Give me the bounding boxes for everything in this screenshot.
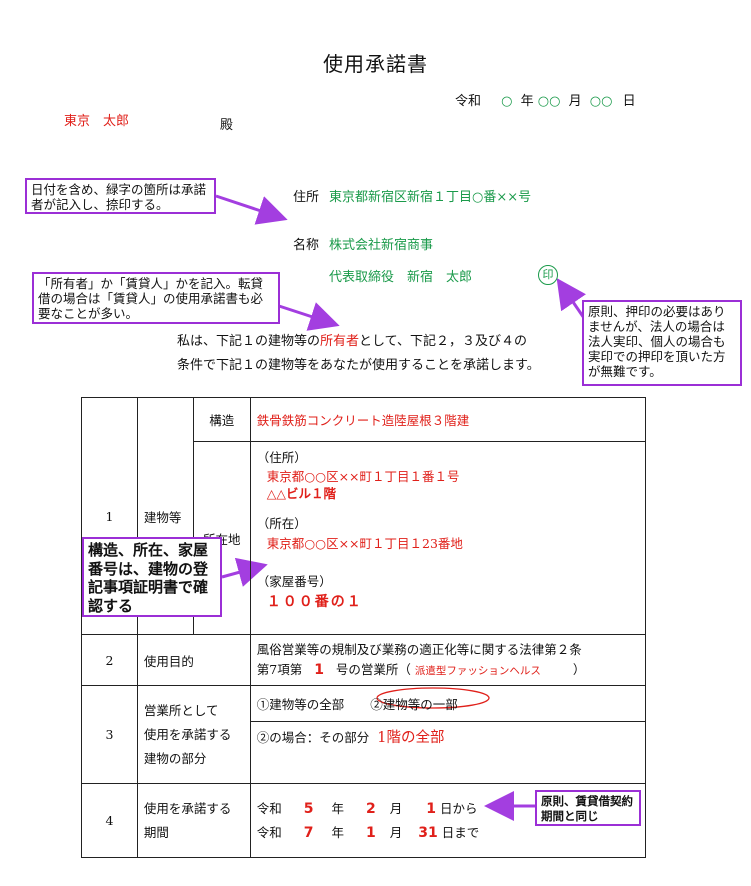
grantor-address-label: 住所	[293, 190, 320, 205]
note-fill-in: 日付を含め、緑字の箇所は承諾者が記入し、捺印する。	[25, 178, 216, 214]
row2-label: 使用目的	[136, 634, 251, 686]
row4-no: 4	[81, 783, 138, 858]
period-from-era: 令和	[256, 800, 282, 816]
house-label: （家屋番号）	[256, 574, 332, 589]
period-from: 令和 5 年 2 月 1 日から	[257, 797, 639, 821]
purpose-line-1: 風俗営業等の規制及び業務の適正化等に関する法律第２条	[256, 641, 582, 657]
note-seal: 原則、押印の必要はありませんが、法人の場合は法人実印、個人の場合も実印での押印を…	[582, 300, 742, 386]
table-row: 3 営業所として 使用を承諾する 建物の部分 ①建物等の全部 ②建物等の一部	[81, 685, 647, 784]
date-year: ○	[501, 94, 513, 109]
terms-table: 1 建物等 構造 鉄骨鉄筋コンクリート造陸屋根３階建 所在地 （住所） 東京都○…	[81, 397, 647, 858]
row3-label-1: 営業所として	[143, 702, 219, 718]
table-row: 4 使用を承諾する 期間 令和 5 年 2 月 1 日から 令和 7 年 1 月…	[81, 783, 647, 858]
period-until-month: 1	[365, 824, 376, 841]
row4-label-2: 期間	[143, 824, 169, 840]
house-value: １００番の１	[266, 594, 363, 610]
addressee-honorific: 殿	[220, 118, 234, 133]
period-from-month: 2	[365, 800, 376, 817]
period-from-suffix: 日から	[439, 800, 478, 816]
body-suffix: として、下記２，３及び４の	[359, 334, 527, 349]
structure-value: 鉄骨鉄筋コンクリート造陸屋根３階建	[249, 397, 647, 442]
period-until-day: 31	[418, 824, 438, 841]
row2-no: 2	[81, 634, 138, 686]
date-day: ○○	[589, 94, 613, 109]
grantor-address: 東京都新宿区新宿１丁目○番××号	[329, 190, 532, 205]
option-whole: ①建物等の全部	[256, 697, 345, 712]
document-title: 使用承諾書	[323, 52, 428, 76]
date-month: ○○	[537, 94, 561, 109]
table-row: 2 使用目的 風俗営業等の規制及び業務の適正化等に関する法律第２条 第7項第 1…	[81, 634, 647, 686]
structure-label: 構造	[192, 397, 251, 442]
addr-line-2: △△ビル１階	[266, 486, 336, 501]
purpose-mid: 号の営業所（	[335, 661, 411, 677]
note-period: 原則、賃貸借契約期間と同じ	[535, 790, 641, 826]
row3-no: 3	[81, 685, 138, 784]
date-day-unit: 日	[622, 94, 636, 109]
period-until-suffix: 日まで	[441, 824, 480, 840]
period-until-year: 7	[303, 824, 314, 841]
row3-label-3: 建物の部分	[143, 750, 207, 766]
body-prefix: 私は、下記１の建物等の	[177, 334, 321, 349]
business-type: 派遣型ファッションヘルス	[414, 664, 541, 677]
issue-date: 令和 ○ 年 ○○ 月 ○○ 日	[455, 90, 636, 109]
seal-icon: 印	[538, 265, 558, 285]
option-part: ②建物等の一部	[370, 697, 458, 712]
addressee-name: 東京 太郎	[64, 114, 130, 129]
table-row: ②の場合：その部分 1階の全部	[82, 721, 647, 784]
part-label: ②の場合：その部分	[256, 730, 370, 745]
grantor-representative: 代表取締役 新宿 太郎	[329, 270, 473, 285]
table-row: 1 建物等 構造 鉄骨鉄筋コンクリート造陸屋根３階建	[81, 397, 647, 635]
period-from-year-unit: 年	[331, 800, 344, 816]
purpose-cell: 風俗営業等の規制及び業務の適正化等に関する法律第２条 第7項第 1 号の営業所（…	[249, 634, 647, 686]
location-cell: （住所） 東京都○○区××町１丁目１番１号 △△ビル１階 （所在） 東京都○○区…	[249, 441, 647, 635]
purpose-prefix: 第7項第	[256, 661, 303, 677]
date-month-unit: 月	[568, 94, 582, 109]
option-cell: ①建物等の全部 ②建物等の一部	[249, 685, 647, 722]
period-until: 令和 7 年 1 月 31 日まで	[257, 821, 639, 845]
purpose-close: ）	[572, 661, 586, 677]
row3-label-2: 使用を承諾する	[143, 726, 232, 742]
part-value: 1階の全部	[377, 730, 445, 746]
row4-label-1: 使用を承諾する	[143, 800, 232, 816]
part-cell: ②の場合：その部分 1階の全部	[249, 721, 647, 784]
addr-label: （住所）	[256, 450, 307, 465]
purpose-item-number: 1	[314, 661, 324, 678]
grantor-name-label: 名称	[293, 238, 320, 253]
period-from-year: 5	[303, 800, 314, 817]
table-row: 所在地 （住所） 東京都○○区××町１丁目１番１号 △△ビル１階 （所在） 東京…	[82, 441, 647, 635]
body-line-2: 条件で下記１の建物等をあなたが使用することを承諾します。	[177, 358, 540, 373]
row3-label: 営業所として 使用を承諾する 建物の部分	[136, 685, 251, 784]
note-owner: 「所有者」か「賃貸人」かを記入。転貸借の場合は「賃貸人」の使用承諾書も必要なこと…	[32, 272, 280, 324]
body-line-1: 私は、下記１の建物等の所有者として、下記２，３及び４の	[177, 330, 527, 349]
period-until-era: 令和	[256, 824, 282, 840]
period-from-day: 1	[426, 800, 436, 817]
body-role: 所有者	[320, 334, 360, 349]
lot-value: 東京都○○区××町１丁目１23番地	[266, 536, 463, 551]
purpose-line-2: 第7項第 1 号の営業所（ 派遣型ファッションヘルス ）	[257, 660, 639, 681]
period-from-month-unit: 月	[389, 800, 403, 816]
date-year-unit: 年	[520, 94, 534, 109]
date-era: 令和	[455, 94, 482, 109]
period-until-month-unit: 月	[389, 824, 403, 840]
note-registry: 構造、所在、家屋番号は、建物の登記事項証明書で確認する	[82, 537, 222, 617]
lot-label: （所在）	[256, 516, 307, 531]
grantor-company: 株式会社新宿商事	[329, 238, 434, 253]
period-until-year-unit: 年	[331, 824, 344, 840]
row4-label: 使用を承諾する 期間	[136, 783, 251, 858]
addr-line-1: 東京都○○区××町１丁目１番１号	[266, 469, 460, 484]
